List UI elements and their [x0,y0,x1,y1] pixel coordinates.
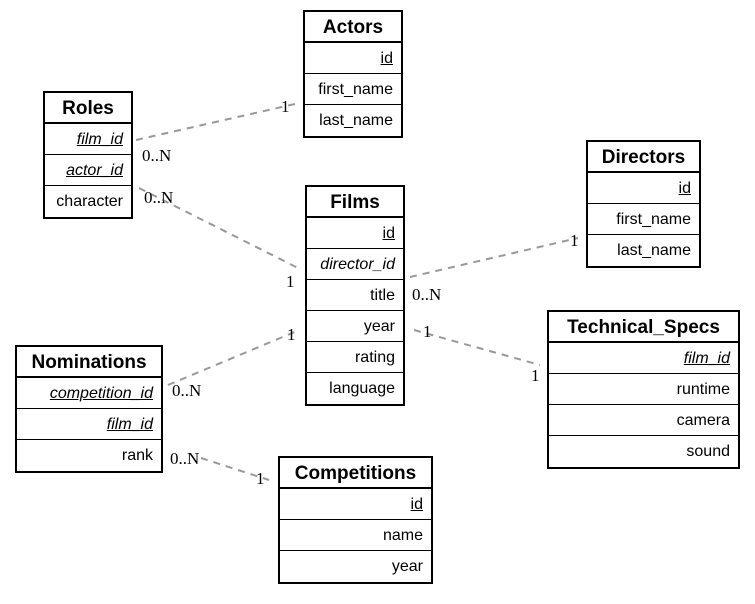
entity-title-directors: Directors [588,142,699,173]
cardinality-label-films-technical_specs-source: 1 [423,322,432,341]
attribute-nominations-film_id[interactable]: film_id [17,409,161,440]
entity-title-technical_specs: Technical_Specs [549,312,738,343]
entity-title-films: Films [307,187,403,218]
attribute-roles-film_id[interactable]: film_id [45,124,131,155]
attribute-directors-first_name[interactable]: first_name [588,204,699,235]
attribute-films-language[interactable]: language [329,380,395,397]
relationship-line-films-technical_specs [413,329,541,366]
entity-title-actors: Actors [305,12,401,43]
attribute-roles-actor_id[interactable]: actor_id [45,155,131,186]
attribute-technical_specs-sound[interactable]: sound [686,443,730,460]
attribute-technical_specs-film_id[interactable]: film_id [549,343,738,374]
cardinality-label-roles-actors-target: 1 [281,97,290,116]
cardinality-label-films-directors-source: 0..N [412,285,442,304]
cardinality-label-nominations-competitions-target: 1 [256,469,265,488]
attribute-actors-first_name[interactable]: first_name [305,74,401,105]
attribute-nominations-rank[interactable]: rank [121,447,153,464]
cardinality-label-nominations-competitions-source: 0..N [170,449,200,468]
attribute-directors-last_name[interactable]: last_name [617,242,691,259]
cardinality-label-roles-actors-source: 0..N [142,146,172,165]
attribute-films-director_id[interactable]: director_id [307,249,403,280]
attribute-actors-last_name[interactable]: last_name [319,112,393,129]
attribute-actors-id[interactable]: id [305,43,401,74]
cardinality-label-roles-films-target: 1 [286,272,295,291]
cardinality-label-roles-films-source: 0..N [144,188,174,207]
attribute-films-title[interactable]: title [307,280,403,311]
cardinality-label-films-technical_specs-target: 1 [531,366,540,385]
relationship-line-films-directors [409,237,579,278]
relationship-line-roles-actors [135,103,296,141]
entity-title-nominations: Nominations [17,347,161,378]
attribute-competitions-year[interactable]: year [391,558,423,575]
entity-title-competitions: Competitions [280,458,431,489]
entity-title-roles: Roles [45,93,131,124]
attribute-technical_specs-runtime[interactable]: runtime [549,374,738,405]
cardinality-label-nominations-films-source: 0..N [172,381,202,400]
attribute-films-year[interactable]: year [307,311,403,342]
attribute-technical_specs-camera[interactable]: camera [549,405,738,436]
attribute-competitions-id[interactable]: id [280,489,431,520]
cardinality-label-films-directors-target: 1 [570,231,579,250]
attribute-films-id[interactable]: id [307,218,403,249]
relationship-line-nominations-films [167,330,298,386]
attribute-competitions-name[interactable]: name [280,520,431,551]
attribute-roles-character[interactable]: character [56,193,123,210]
attribute-nominations-competition_id[interactable]: competition_id [17,378,161,409]
cardinality-label-nominations-films-target: 1 [287,325,296,344]
attribute-directors-id[interactable]: id [588,173,699,204]
attribute-films-rating[interactable]: rating [307,342,403,373]
